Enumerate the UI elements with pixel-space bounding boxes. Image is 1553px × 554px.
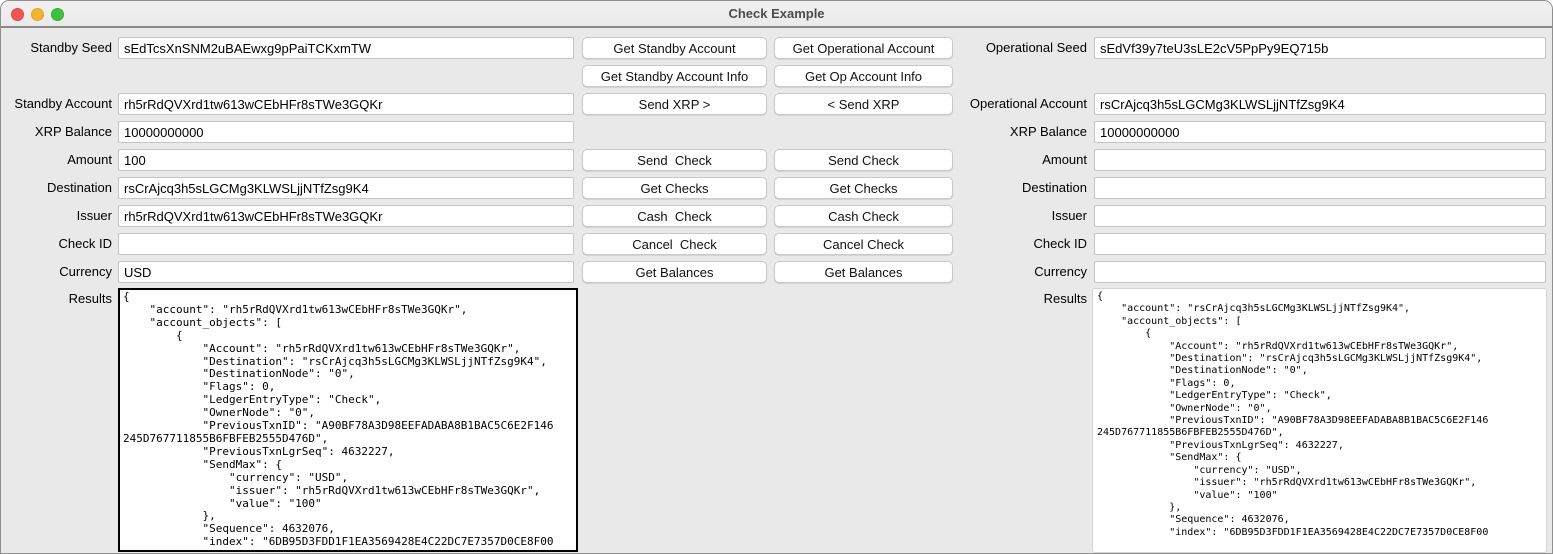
get-op-account-info-button[interactable]: Get Op Account Info xyxy=(774,65,953,87)
standby-check-id-input[interactable] xyxy=(118,233,574,255)
op-get-balances-button[interactable]: Get Balances xyxy=(774,261,953,283)
standby-amount-input[interactable] xyxy=(118,149,574,171)
operational-results-label: Results xyxy=(1043,291,1087,306)
operational-seed-input[interactable] xyxy=(1094,37,1546,59)
operational-currency-label: Currency xyxy=(1034,264,1087,279)
standby-seed-label: Standby Seed xyxy=(30,40,112,55)
title-bar: Check Example xyxy=(1,1,1552,28)
op-cash-check-button[interactable]: Cash Check xyxy=(774,205,953,227)
operational-seed-label: Operational Seed xyxy=(985,40,1087,55)
standby-destination-input[interactable] xyxy=(118,177,574,199)
standby-cancel-check-button[interactable]: Cancel Check xyxy=(582,233,767,255)
op-send-check-button[interactable]: Send Check xyxy=(774,149,953,171)
standby-amount-label: Amount xyxy=(67,152,112,167)
operational-check-id-label: Check ID xyxy=(1033,236,1087,251)
standby-xrp-balance-label: XRP Balance xyxy=(34,124,112,139)
standby-account-input[interactable] xyxy=(118,93,574,115)
standby-currency-input[interactable] xyxy=(118,261,574,283)
standby-results-label: Results xyxy=(68,291,112,306)
close-button[interactable] xyxy=(11,8,24,21)
operational-amount-input[interactable] xyxy=(1094,149,1546,171)
get-standby-account-button[interactable]: Get Standby Account xyxy=(582,37,767,59)
operational-destination-input[interactable] xyxy=(1094,177,1546,199)
standby-destination-label: Destination xyxy=(46,180,112,195)
standby-check-id-label: Check ID xyxy=(58,236,112,251)
standby-currency-label: Currency xyxy=(59,264,112,279)
standby-seed-input[interactable] xyxy=(118,37,574,59)
standby-get-balances-button[interactable]: Get Balances xyxy=(582,261,767,283)
operational-account-input[interactable] xyxy=(1094,93,1546,115)
operational-xrp-balance-label: XRP Balance xyxy=(1009,124,1087,139)
operational-check-id-input[interactable] xyxy=(1094,233,1546,255)
operational-account-label: Operational Account xyxy=(969,96,1087,111)
send-xrp-to-standby-button[interactable]: < Send XRP xyxy=(774,93,953,115)
standby-get-checks-button[interactable]: Get Checks xyxy=(582,177,767,199)
standby-send-check-button[interactable]: Send Check xyxy=(582,149,767,171)
operational-results-text[interactable]: { "account": "rsCrAjcq3h5sLGCMg3KLWSLjjN… xyxy=(1092,288,1547,553)
op-cancel-check-button[interactable]: Cancel Check xyxy=(774,233,953,255)
standby-issuer-input[interactable] xyxy=(118,205,574,227)
minimize-button[interactable] xyxy=(31,8,44,21)
operational-issuer-label: Issuer xyxy=(1051,208,1087,223)
standby-cash-check-button[interactable]: Cash Check xyxy=(582,205,767,227)
operational-xrp-balance-input[interactable] xyxy=(1094,121,1546,143)
operational-issuer-input[interactable] xyxy=(1094,205,1546,227)
window-title: Check Example xyxy=(728,6,825,21)
operational-amount-label: Amount xyxy=(1042,152,1087,167)
operational-currency-input[interactable] xyxy=(1094,261,1546,283)
standby-issuer-label: Issuer xyxy=(76,208,112,223)
operational-destination-label: Destination xyxy=(1021,180,1087,195)
send-xrp-to-operational-button[interactable]: Send XRP > xyxy=(582,93,767,115)
op-get-checks-button[interactable]: Get Checks xyxy=(774,177,953,199)
standby-xrp-balance-input[interactable] xyxy=(118,121,574,143)
zoom-button[interactable] xyxy=(51,8,64,21)
traffic-lights xyxy=(11,8,64,21)
get-standby-account-info-button[interactable]: Get Standby Account Info xyxy=(582,65,767,87)
standby-account-label: Standby Account xyxy=(14,96,112,111)
get-operational-account-button[interactable]: Get Operational Account xyxy=(774,37,953,59)
standby-results-text[interactable]: { "account": "rh5rRdQVXrd1tw613wCEbHFr8s… xyxy=(118,288,578,552)
